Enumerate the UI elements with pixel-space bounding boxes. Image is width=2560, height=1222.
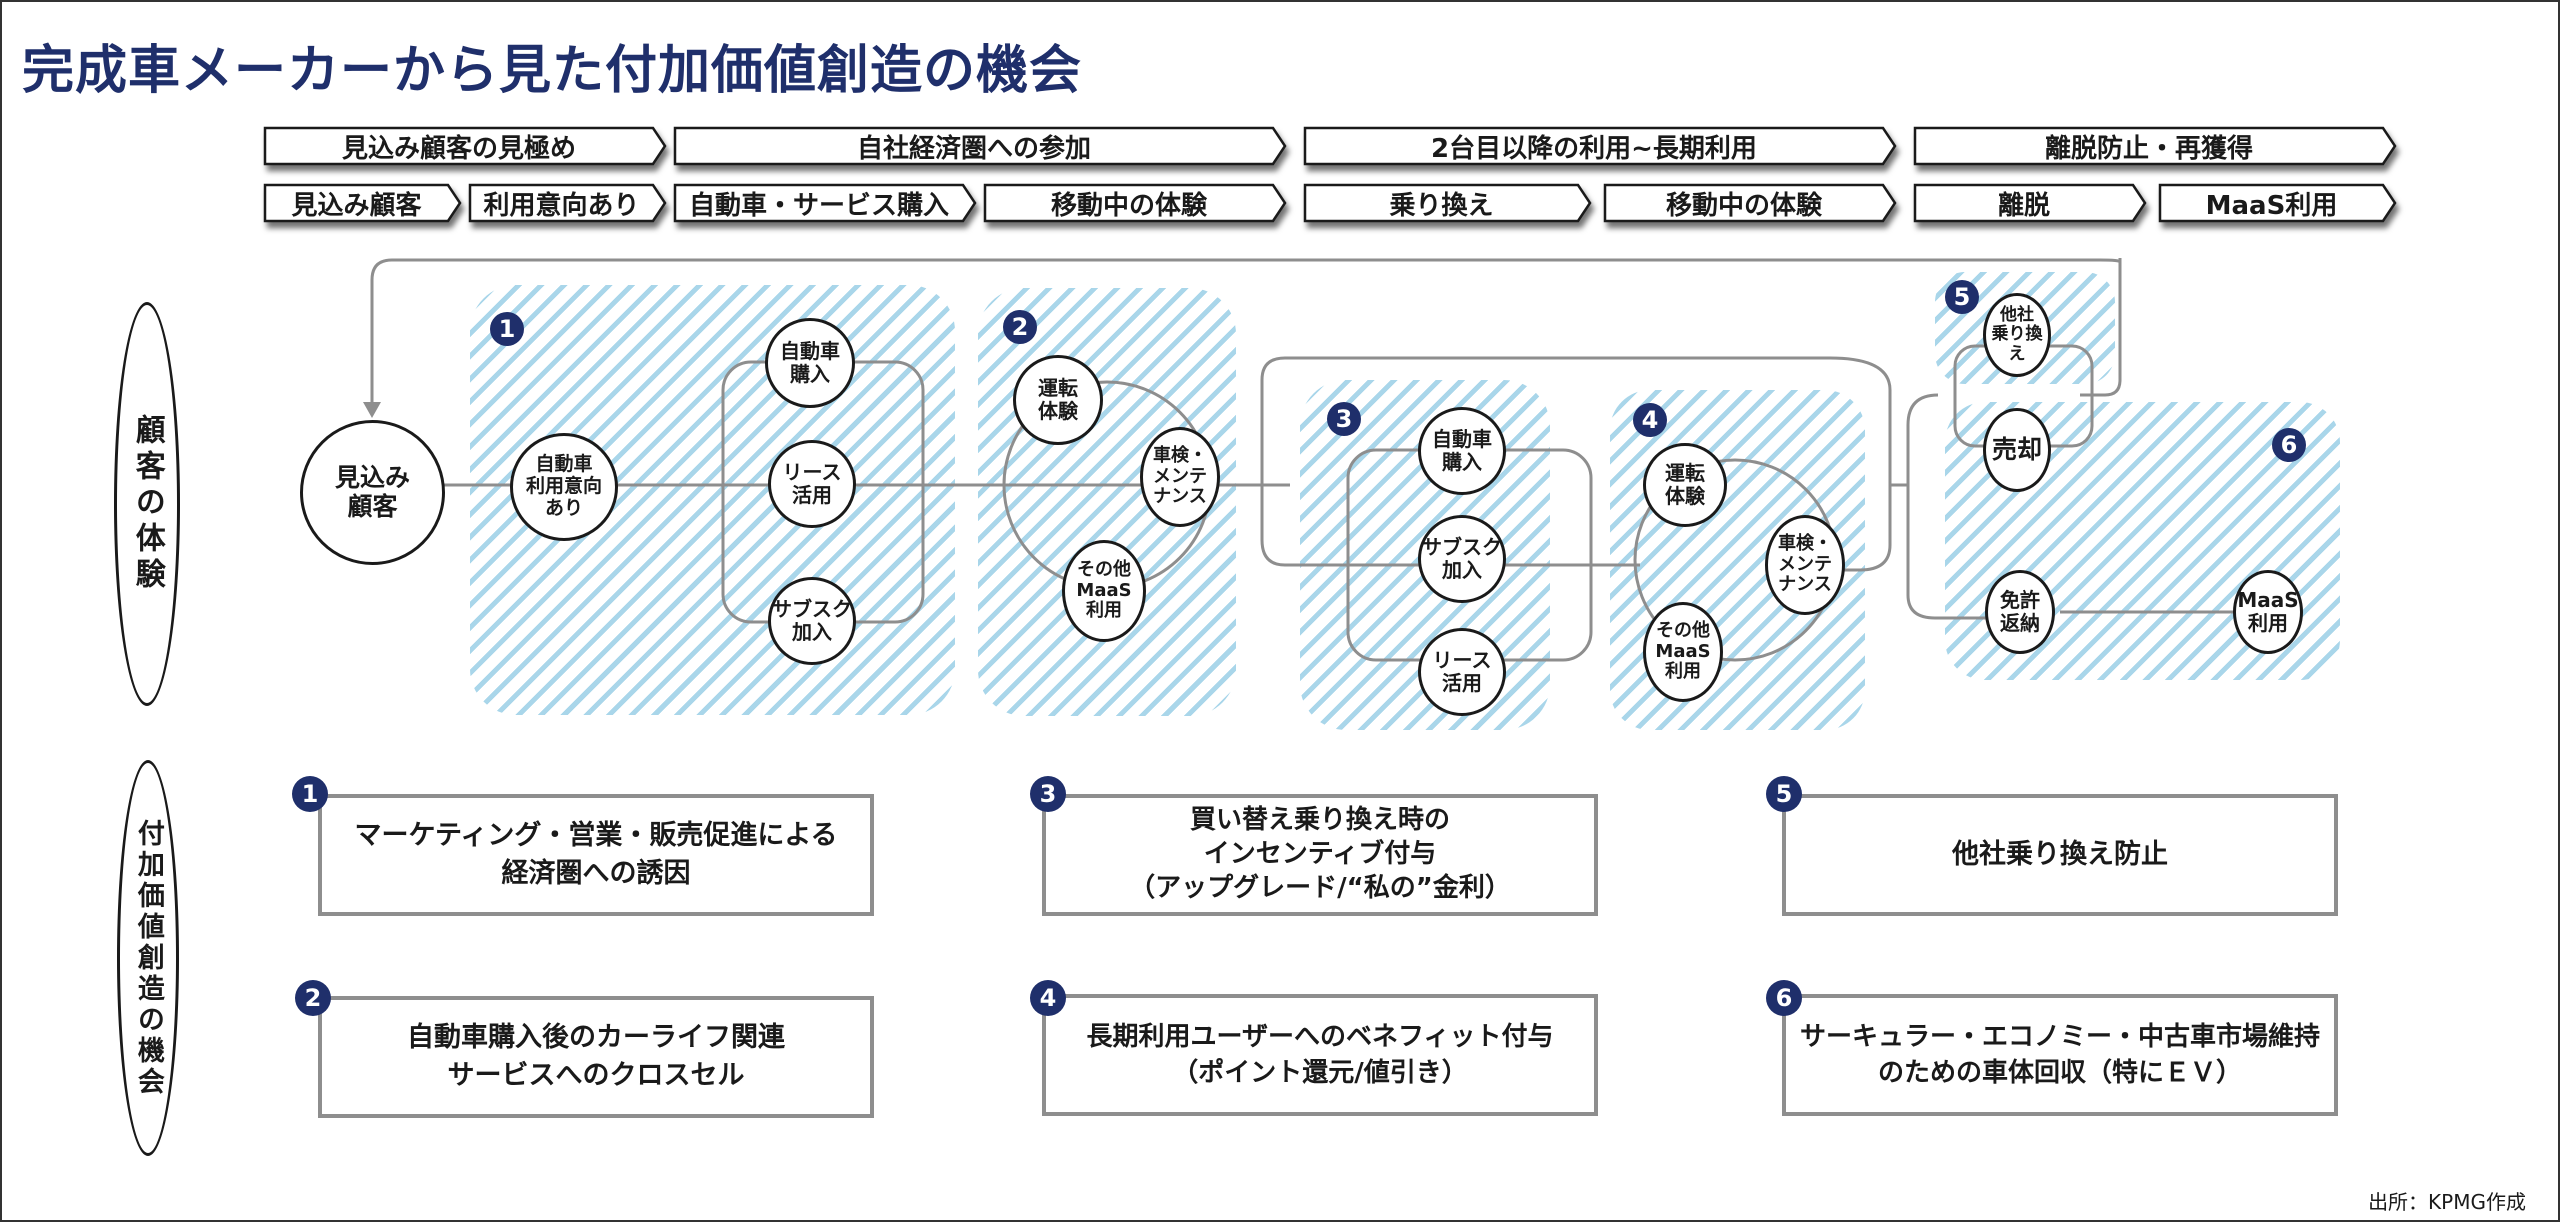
opportunity-badge-6: 6 [1766, 980, 1802, 1016]
zone-badge-4: 4 [1633, 403, 1667, 437]
customer-experience-label: 顧客の体験 [114, 302, 180, 706]
zone-badge-6: 6 [2272, 428, 2306, 462]
substage-in-transit-2: 移動中の体験 [1603, 183, 1897, 223]
stage-churn-prevention: 離脱防止・再獲得 [1913, 126, 2397, 166]
opportunity-box-6: サーキュラー・エコノミー・中古車市場維持 のための車体回収（特にＥＶ） [1782, 994, 2338, 1116]
node-z1-lease: リース 活用 [768, 440, 856, 528]
node-prospect: 見込み 顧客 [300, 420, 445, 565]
opportunity-box-2: 自動車購入後のカーライフ関連 サービスへのクロスセル [318, 996, 874, 1118]
substage-in-transit-1: 移動中の体験 [983, 183, 1287, 223]
node-z4-driving: 運転 体験 [1643, 443, 1727, 527]
node-z3-purchase: 自動車 購入 [1418, 407, 1506, 495]
node-z1-subscription: サブスク 加入 [768, 577, 856, 665]
opportunity-box-3: 買い替え乗り換え時の インセンティブ付与 （アップグレード/“私の”金利） [1042, 794, 1598, 916]
arrow-down-icon [363, 402, 381, 418]
zone-badge-2: 2 [1003, 310, 1037, 344]
stage-prospect-evaluation: 見込み顧客の見極め [263, 126, 667, 166]
zone-badge-5: 5 [1945, 280, 1979, 314]
node-z4-maintenance: 車検・ メンテ ナンス [1765, 515, 1845, 615]
value-creation-label: 付加価値創造の機会 [117, 760, 179, 1156]
opportunity-box-1: マーケティング・営業・販売促進による 経済圏への誘因 [318, 794, 874, 916]
node-z4-other-maas: その他 MaaS 利用 [1643, 602, 1723, 702]
substage-intent: 利用意向あり [468, 183, 667, 223]
substage-prospect: 見込み顧客 [263, 183, 462, 223]
stage-ecosystem-join: 自社経済圏への参加 [673, 126, 1287, 166]
opportunity-box-5: 他社乗り換え防止 [1782, 794, 2338, 916]
node-z5-switch-competitor: 他社 乗り換え [1983, 293, 2051, 377]
churn-branch [1906, 393, 1990, 620]
zone4-return-loop [1829, 356, 1892, 572]
substage-purchase: 自動車・サービス購入 [673, 183, 977, 223]
node-z6-license-return: 免許 返納 [1985, 570, 2055, 654]
stage-long-term-use: 2台目以降の利用~長期利用 [1303, 126, 1897, 166]
node-z1-intent: 自動車 利用意向 あり [510, 433, 618, 541]
node-z2-other-maas: その他 MaaS 利用 [1062, 540, 1146, 642]
node-z3-subscription: サブスク 加入 [1418, 515, 1506, 603]
node-z6-maas: MaaS 利用 [2233, 570, 2303, 654]
opportunity-badge-5: 5 [1766, 776, 1802, 812]
node-z2-maintenance: 車検・ メンテ ナンス [1140, 427, 1220, 527]
opportunity-box-4: 長期利用ユーザーへのベネフィット付与 （ポイント還元/値引き） [1042, 994, 1598, 1116]
page-title: 完成車メーカーから見た付加価値創造の機会 [22, 41, 1083, 101]
substage-maas-use: MaaS利用 [2158, 183, 2397, 223]
opportunity-badge-1: 1 [292, 776, 328, 812]
loop-back-top [370, 258, 2122, 405]
opportunity-badge-4: 4 [1030, 980, 1066, 1016]
node-z2-driving: 運転 体験 [1013, 355, 1103, 445]
node-z3-lease: リース 活用 [1418, 628, 1506, 716]
opportunity-badge-3: 3 [1030, 776, 1066, 812]
substage-switch: 乗り換え [1303, 183, 1592, 223]
zone3-outer-loop [1260, 356, 1830, 567]
source-note: 出所：KPMG作成 [2368, 1190, 2526, 1214]
opportunity-badge-2: 2 [295, 980, 331, 1016]
zone-badge-1: 1 [490, 312, 524, 346]
substage-churn: 離脱 [1913, 183, 2147, 223]
node-z1-purchase: 自動車 購入 [765, 318, 855, 408]
loop-back-right [2080, 258, 2122, 397]
zone-badge-3: 3 [1327, 402, 1361, 436]
node-z6-sell: 売却 [1983, 408, 2051, 492]
